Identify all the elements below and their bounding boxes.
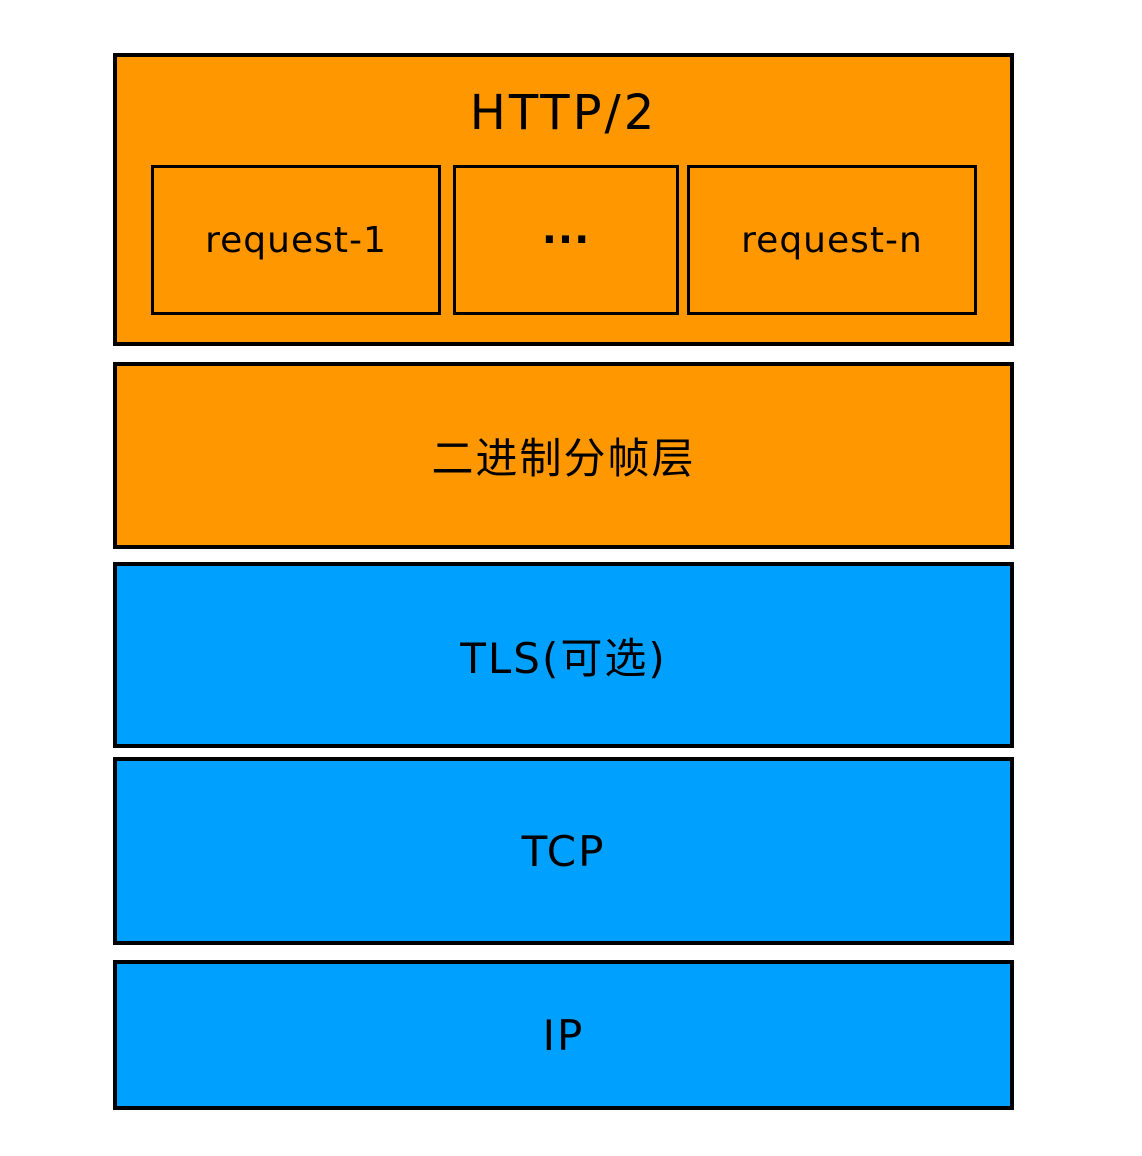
request-ellipsis-box: ··· <box>453 165 679 315</box>
ip-layer-label: IP <box>542 1010 585 1060</box>
request-n-label: request-n <box>741 219 923 261</box>
request-ellipsis-label: ··· <box>541 217 591 263</box>
layer-http2: HTTP/2 request-1 ··· request-n <box>113 53 1014 346</box>
requests-row: request-1 ··· request-n <box>117 165 1010 315</box>
tcp-layer-label: TCP <box>521 826 606 876</box>
layer-binary-framing: 二进制分帧层 <box>113 362 1014 549</box>
request-n-box: request-n <box>687 165 977 315</box>
http2-layer-label: HTTP/2 <box>469 85 658 141</box>
request-1-label: request-1 <box>205 219 387 261</box>
layer-tcp: TCP <box>113 757 1014 945</box>
layer-ip: IP <box>113 960 1014 1110</box>
request-1-box: request-1 <box>151 165 441 315</box>
binary-framing-layer-label: 二进制分帧层 <box>431 434 696 483</box>
tls-layer-label: TLS(可选) <box>460 633 667 683</box>
layer-tls: TLS(可选) <box>113 562 1014 748</box>
